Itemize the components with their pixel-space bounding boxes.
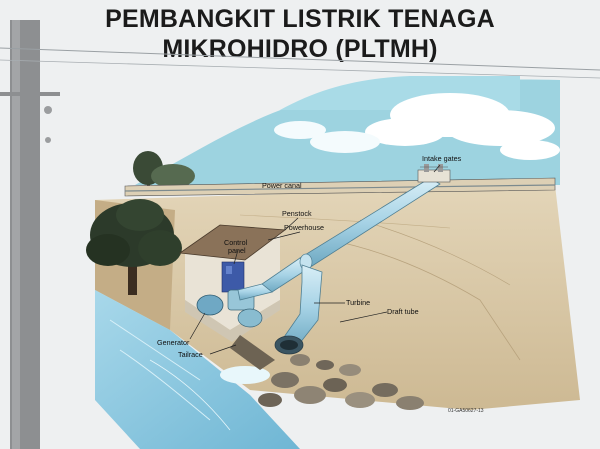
water-stream: [95, 290, 300, 449]
diagram-title: PEMBANGKIT LISTRIK TENAGA MIKROHIDRO (PL…: [0, 4, 600, 64]
label-power-canal: Power canal: [262, 181, 302, 190]
label-turbine: Turbine: [346, 298, 370, 307]
label-tailrace: Tailrace: [178, 350, 203, 359]
leader-lines: [189, 164, 441, 355]
clouds: [274, 93, 560, 160]
penstock-pipe: [237, 177, 441, 355]
label-draft-tube: Draft tube: [387, 307, 419, 316]
title-line-1: PEMBANGKIT LISTRIK TENAGA: [105, 5, 495, 33]
tree-icon: [86, 199, 182, 295]
label-penstock: Penstock: [282, 209, 312, 218]
label-control-panel-line1: Control: [224, 238, 248, 247]
figure-code: 01-GA50627-13: [448, 408, 484, 414]
intake-gates: [417, 164, 451, 183]
utility-pole: [0, 20, 600, 449]
label-control-panel-line2: panel: [228, 246, 246, 255]
label-powerhouse: Powerhouse: [284, 223, 324, 232]
title-line-2: MIKROHIDRO (PLTMH): [162, 35, 438, 63]
far-tree-icon: [133, 151, 195, 188]
label-intake-gates: Intake gates: [422, 154, 462, 163]
powerhouse: [178, 224, 287, 370]
label-generator: Generator: [157, 338, 190, 347]
rocks: [258, 354, 424, 410]
